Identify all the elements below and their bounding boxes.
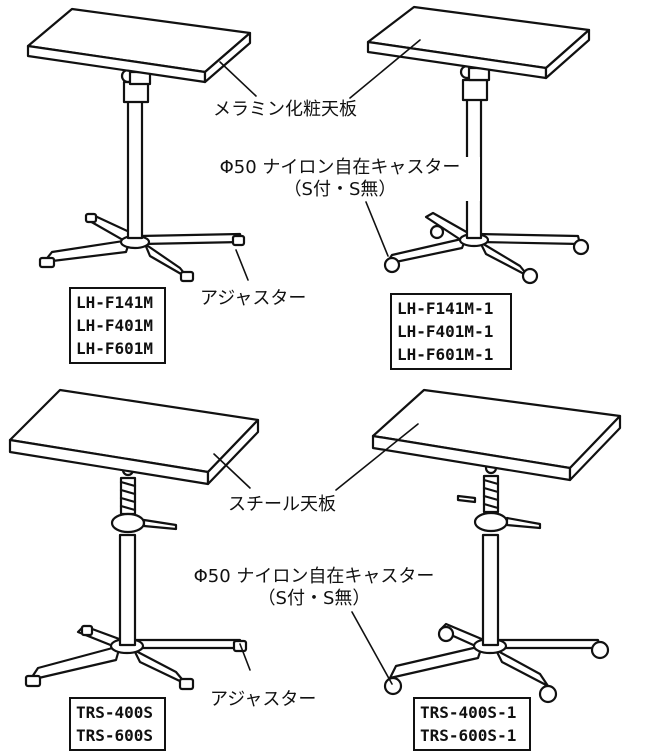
model-box-bottom-left: TRS-400S TRS-600S: [69, 697, 166, 751]
melamine-top-label: メラミン化粧天板: [213, 99, 357, 121]
model-number: TRS-400S: [76, 703, 154, 722]
model-box-top-right: LH-F141M-1 LH-F401M-1 LH-F601M-1: [390, 293, 512, 370]
model-number: LH-F141M: [76, 293, 154, 312]
model-number: LH-F601M: [76, 339, 154, 358]
caster-label-bottom: Φ50 ナイロン自在キャスター （S付・S無）: [174, 566, 454, 610]
model-number: TRS-600S: [76, 726, 154, 745]
caster-label-top-line1: Φ50 ナイロン自在キャスター: [219, 157, 461, 178]
model-number: LH-F601M-1: [397, 345, 494, 364]
model-box-top-left: LH-F141M LH-F401M LH-F601M: [69, 287, 166, 364]
model-box-bottom-right: TRS-400S-1 TRS-600S-1: [413, 697, 531, 751]
model-number: LH-F401M-1: [397, 322, 494, 341]
model-number: TRS-600S-1: [420, 726, 517, 745]
model-number: TRS-400S-1: [420, 703, 517, 722]
table-bottom-right-drawing: [371, 388, 622, 704]
adjuster-label-top: アジャスター: [200, 288, 307, 310]
caster-label-bottom-line1: Φ50 ナイロン自在キャスター: [193, 566, 435, 587]
table-bottom-left-drawing: [8, 388, 260, 691]
leader-lines: [213, 39, 421, 685]
steel-top-label: スチール天板: [228, 494, 336, 516]
model-number: LH-F141M-1: [397, 299, 494, 318]
model-number: LH-F401M: [76, 316, 154, 335]
table-top-left-drawing: [26, 7, 252, 283]
caster-label-top: Φ50 ナイロン自在キャスター （S付・S無）: [200, 157, 480, 201]
caster-label-bottom-line2: （S付・S無）: [257, 588, 371, 609]
caster-label-top-line2: （S付・S無）: [283, 179, 397, 200]
table-top-right-drawing: [366, 5, 591, 285]
adjuster-label-bottom: アジャスター: [210, 689, 317, 711]
